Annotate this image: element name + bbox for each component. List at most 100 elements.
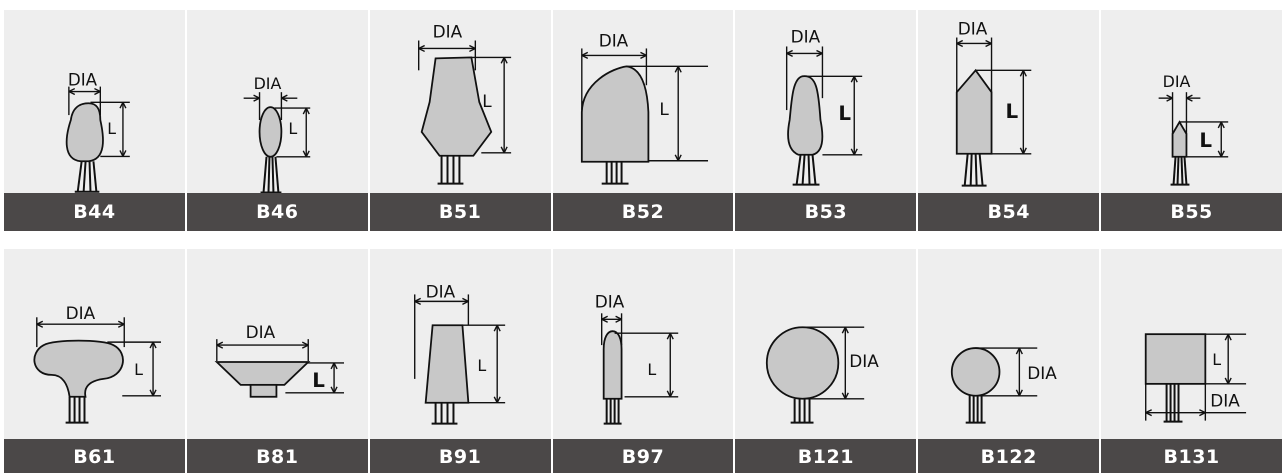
b61-dia-label: DIA bbox=[66, 303, 96, 323]
b91-dia-dimension bbox=[413, 294, 469, 379]
b51-shank bbox=[437, 155, 464, 185]
b53-dia-dimension bbox=[786, 46, 824, 111]
b122-dia-dimension bbox=[975, 347, 1038, 397]
b51-dia-dimension bbox=[417, 40, 476, 71]
b52-l-dimension bbox=[626, 65, 708, 162]
b54-shank bbox=[962, 153, 987, 187]
b61-tool-head bbox=[33, 339, 124, 398]
b52-dia-label: DIA bbox=[598, 30, 628, 50]
b46-tool-head bbox=[258, 106, 283, 158]
b61-shank bbox=[65, 396, 89, 424]
b131-diagram: L DIA bbox=[1144, 333, 1247, 423]
b55-tool-head bbox=[1171, 120, 1188, 158]
tool-row-2: DIA L B61 DIA L bbox=[4, 249, 1282, 473]
b46-l-dimension bbox=[274, 107, 311, 158]
b81-l-dimension bbox=[285, 362, 344, 394]
b52-shank bbox=[601, 161, 629, 185]
b97-l-label: L bbox=[647, 360, 656, 379]
b97-shank bbox=[603, 398, 622, 425]
b91-dia-label: DIA bbox=[425, 281, 455, 301]
b53-shank bbox=[793, 154, 820, 186]
b97-tool-head bbox=[602, 330, 623, 400]
b122-code-label: B122 bbox=[918, 439, 1100, 473]
b122-dia-label: DIA bbox=[1028, 363, 1058, 383]
b44-diagram: DIA L bbox=[65, 70, 130, 193]
b52-code-label: B52 bbox=[552, 193, 734, 231]
b122-tool-head bbox=[951, 347, 1001, 397]
b121-dia-label: DIA bbox=[850, 351, 880, 371]
b91-tool-head bbox=[424, 324, 470, 404]
b81-l-label: L bbox=[312, 369, 325, 392]
b81-collar bbox=[249, 383, 278, 398]
tool-card-b61: DIA L B61 bbox=[4, 249, 185, 473]
tool-card-b121: DIA B121 bbox=[735, 249, 917, 473]
b122-shank bbox=[965, 394, 986, 424]
b52-tool-head bbox=[580, 65, 649, 163]
b131-shank bbox=[1163, 383, 1183, 423]
b44-l-label: L bbox=[107, 119, 116, 138]
b81-dia-label: DIA bbox=[245, 322, 275, 342]
b53-l-label: L bbox=[839, 102, 852, 125]
b55-diagram: DIA L bbox=[1158, 72, 1229, 186]
b46-diagram: DIA L bbox=[243, 74, 311, 194]
b51-dia-label: DIA bbox=[432, 22, 462, 42]
b55-dia-label: DIA bbox=[1163, 72, 1191, 91]
b46-shank bbox=[260, 156, 282, 194]
b46-dia-dimension bbox=[243, 92, 298, 121]
tool-card-b55: DIA L B55 bbox=[1101, 10, 1282, 231]
b81-tool-head bbox=[214, 361, 311, 386]
b51-diagram: DIA L bbox=[417, 22, 511, 185]
b44-shank bbox=[74, 161, 100, 193]
b131-l-dimension bbox=[1205, 333, 1247, 385]
b51-l-dimension bbox=[471, 56, 511, 154]
b46-dia-label: DIA bbox=[253, 74, 281, 93]
b44-dia-dimension bbox=[68, 86, 102, 116]
b54-l-dimension bbox=[975, 69, 1032, 155]
b44-code-label: B44 bbox=[4, 193, 185, 231]
b97-code-label: B97 bbox=[552, 439, 734, 473]
tool-card-b51: DIA L B51 bbox=[369, 10, 551, 231]
b55-l-dimension bbox=[1179, 121, 1229, 158]
b53-tool-head bbox=[787, 75, 824, 156]
b44-l-dimension bbox=[90, 101, 130, 158]
b97-diagram: DIA L bbox=[594, 291, 678, 425]
b122-diagram: DIA bbox=[951, 347, 1058, 424]
tool-card-b91: DIA L B91 bbox=[369, 249, 551, 473]
b131-l-label: L bbox=[1212, 350, 1221, 369]
b55-dia-dimension bbox=[1158, 92, 1201, 134]
b91-code-label: B91 bbox=[369, 439, 551, 473]
b55-shank bbox=[1170, 156, 1190, 186]
b81-diagram: DIA L bbox=[214, 322, 344, 398]
b53-code-label: B53 bbox=[735, 193, 917, 231]
b121-diagram: DIA bbox=[766, 326, 880, 424]
b97-dia-dimension bbox=[600, 313, 622, 346]
tool-card-b44: DIA L B44 bbox=[4, 10, 185, 231]
b55-code-label: B55 bbox=[1101, 193, 1282, 231]
b53-dia-label: DIA bbox=[791, 26, 821, 46]
tool-card-b122: DIA B122 bbox=[918, 249, 1100, 473]
b121-dia-dimension bbox=[803, 326, 865, 400]
b52-l-label: L bbox=[659, 99, 669, 119]
b131-dia-label: DIA bbox=[1210, 391, 1240, 411]
b46-l-label: L bbox=[288, 119, 297, 138]
b97-dia-label: DIA bbox=[594, 291, 624, 311]
b51-code-label: B51 bbox=[369, 193, 551, 231]
b52-diagram: DIA L bbox=[580, 30, 708, 185]
b54-l-label: L bbox=[1006, 100, 1019, 123]
b131-tool-head bbox=[1144, 333, 1207, 385]
b54-dia-dimension bbox=[956, 37, 993, 93]
b81-dia-dimension bbox=[215, 339, 309, 361]
b54-dia-label: DIA bbox=[958, 19, 988, 39]
b46-code-label: B46 bbox=[186, 193, 368, 231]
b121-tool-head bbox=[766, 326, 840, 400]
tool-card-b46: DIA L B46 bbox=[186, 10, 368, 231]
b121-shank bbox=[791, 398, 814, 424]
b91-l-dimension bbox=[462, 324, 505, 404]
b53-diagram: DIA L bbox=[786, 26, 863, 186]
b81-code-label: B81 bbox=[186, 439, 368, 473]
b51-l-label: L bbox=[482, 91, 492, 111]
tool-card-b52: DIA L B52 bbox=[552, 10, 734, 231]
b61-code-label: B61 bbox=[4, 439, 185, 473]
tool-card-b54: DIA L B54 bbox=[918, 10, 1100, 231]
b44-dia-label: DIA bbox=[68, 70, 98, 90]
